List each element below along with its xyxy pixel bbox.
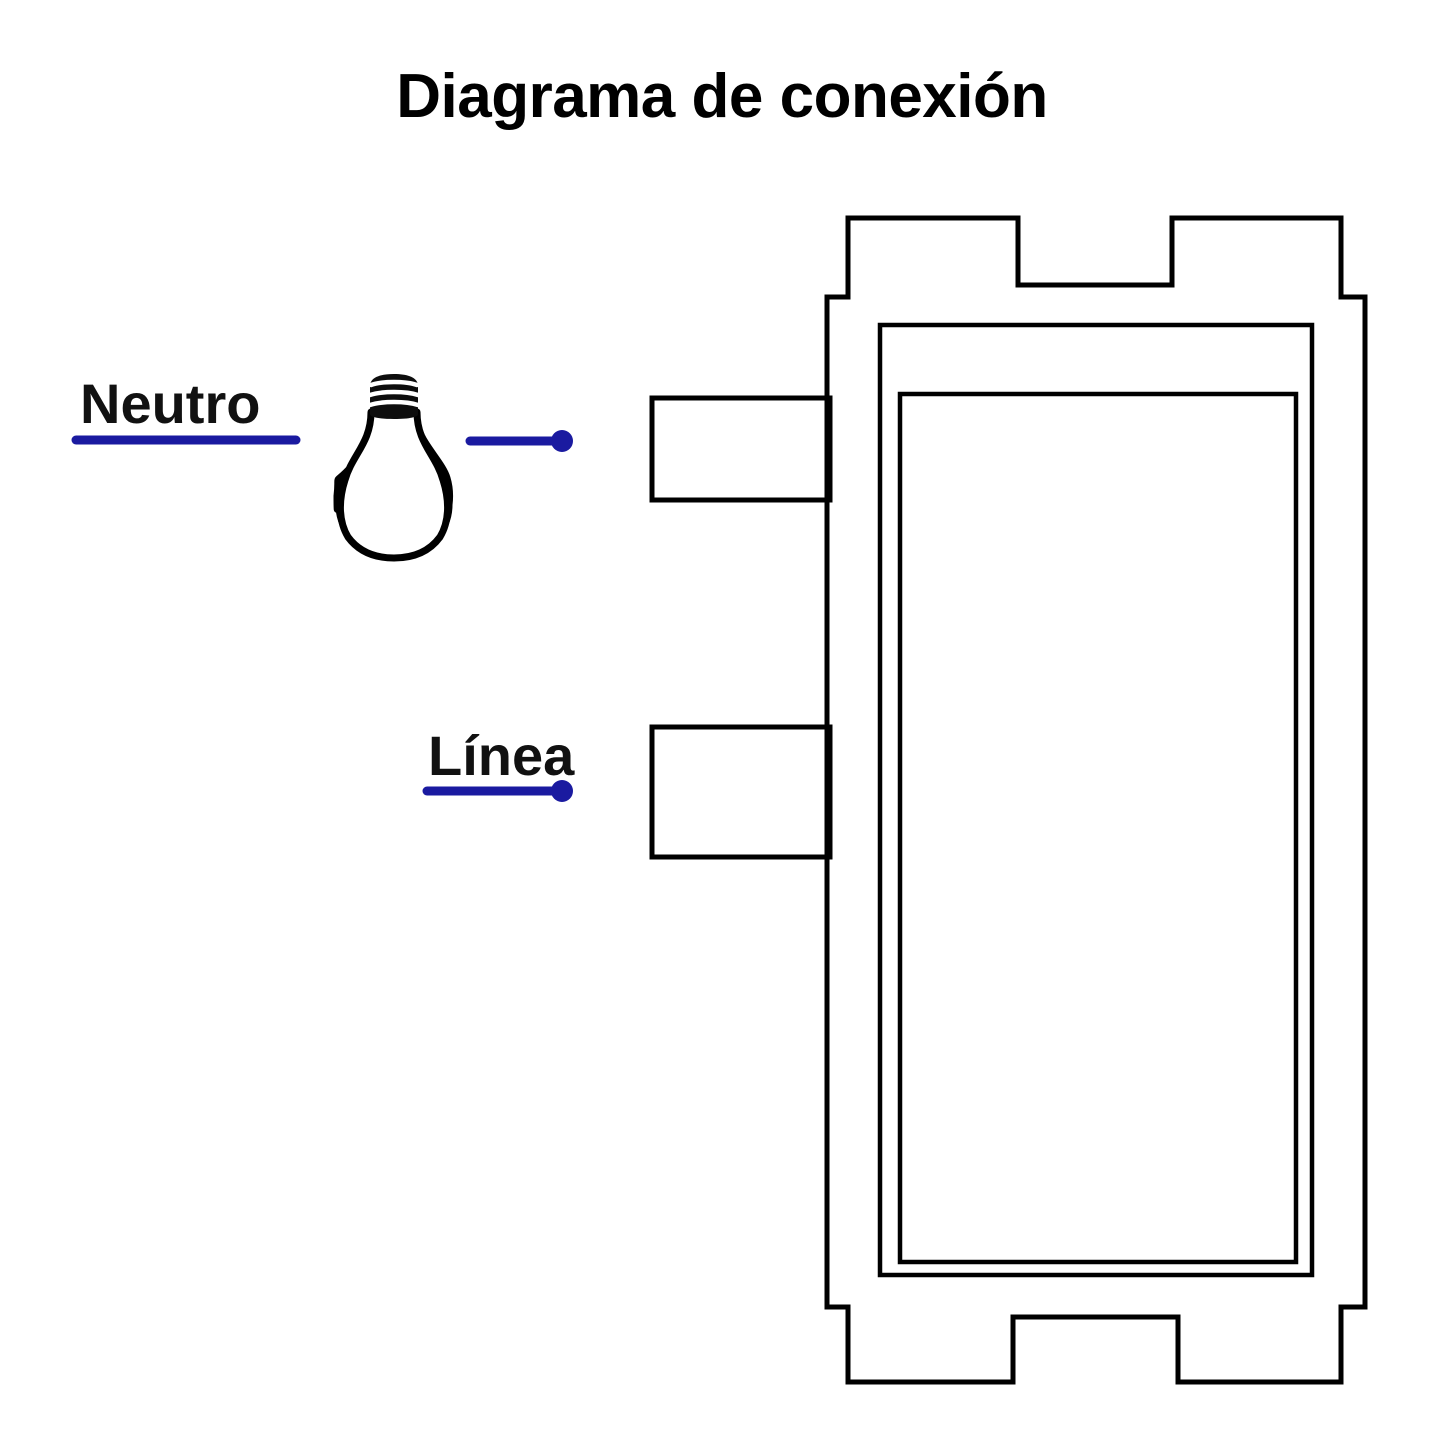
terminal-tab-line[interactable] [649, 724, 833, 860]
switch-rocker-face[interactable] [897, 391, 1299, 1265]
page-title: Diagrama de conexión [396, 62, 1048, 131]
bulb-thread-line [367, 399, 421, 408]
switch-bezel [877, 322, 1315, 1278]
label-neutral: Neutro [80, 372, 260, 435]
label-line: Línea [428, 724, 575, 787]
bulb-thread-line [367, 389, 421, 398]
lamp-bulb [333, 374, 454, 562]
wall-switch-body [824, 215, 1368, 1385]
wire-terminal-dot-neutral[interactable] [551, 430, 573, 452]
wire-terminal-dot-line[interactable] [551, 780, 573, 802]
terminal-tab-neutral[interactable] [649, 395, 833, 503]
bulb-thread-line [368, 379, 420, 388]
